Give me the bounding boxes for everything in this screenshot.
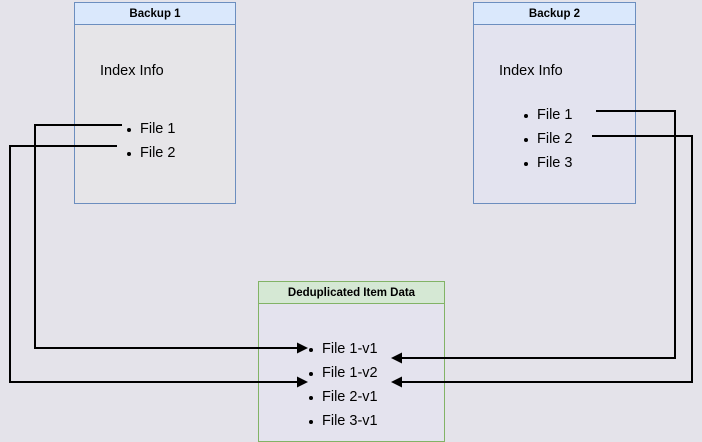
list-item: File 1-v1 bbox=[309, 337, 378, 361]
backup-2-index-info-label: Index Info bbox=[499, 63, 563, 79]
list-item: File 2-v1 bbox=[309, 385, 378, 409]
node-backup-1-body: Index Info File 1 File 2 bbox=[74, 24, 236, 204]
node-deduplicated-item-data[interactable]: Deduplicated Item Data File 1-v1 File 1-… bbox=[258, 281, 445, 442]
node-dedup-body: File 1-v1 File 1-v2 File 2-v1 File 3-v1 bbox=[258, 303, 445, 442]
backup-1-file-list: File 1 File 2 bbox=[127, 117, 175, 165]
backup-2-file-list: File 1 File 2 File 3 bbox=[524, 103, 572, 175]
list-item: File 2 bbox=[127, 141, 175, 165]
list-item: File 3 bbox=[524, 151, 572, 175]
node-backup-1[interactable]: Backup 1 Index Info File 1 File 2 bbox=[74, 2, 236, 204]
list-item: File 1-v2 bbox=[309, 361, 378, 385]
dedup-file-list: File 1-v1 File 1-v2 File 2-v1 File 3-v1 bbox=[309, 337, 378, 433]
list-item: File 1 bbox=[127, 117, 175, 141]
list-item: File 1 bbox=[524, 103, 572, 127]
node-backup-1-header: Backup 1 bbox=[74, 2, 236, 25]
node-backup-2[interactable]: Backup 2 Index Info File 1 File 2 File 3 bbox=[473, 2, 636, 204]
list-item: File 3-v1 bbox=[309, 409, 378, 433]
list-item: File 2 bbox=[524, 127, 572, 151]
node-dedup-header: Deduplicated Item Data bbox=[258, 281, 445, 304]
node-backup-2-body: Index Info File 1 File 2 File 3 bbox=[473, 24, 636, 204]
backup-1-index-info-label: Index Info bbox=[100, 63, 164, 79]
node-backup-2-header: Backup 2 bbox=[473, 2, 636, 25]
